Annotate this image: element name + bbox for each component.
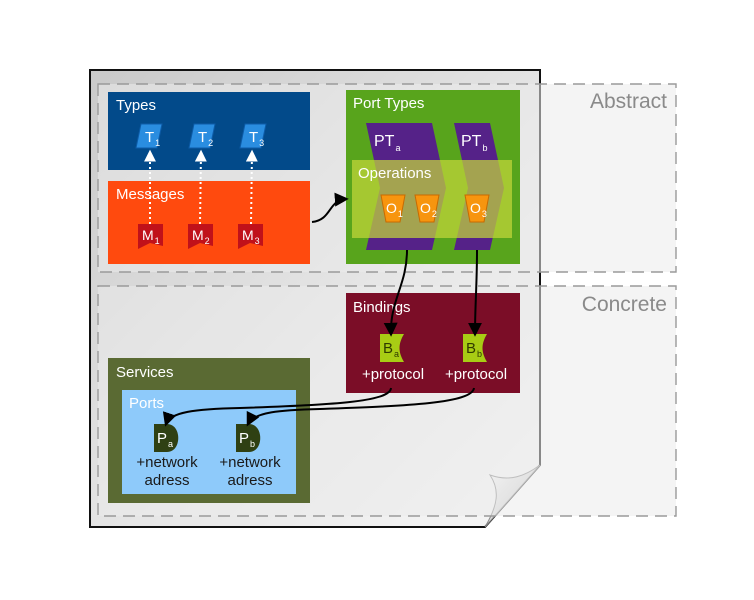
svg-text:Ba: Ba xyxy=(383,340,399,359)
binding-note-a: +protocol xyxy=(362,366,424,383)
port-type-label-ptb: PTb xyxy=(461,133,487,153)
svg-text:M2: M2 xyxy=(192,227,210,246)
message-icon-m2: M2 xyxy=(188,224,213,249)
operation-icon-o1: O1 xyxy=(380,194,406,223)
message-icon-m1: M1 xyxy=(138,224,163,249)
abstract-zone-label: Abstract xyxy=(590,90,667,113)
svg-text:O3: O3 xyxy=(470,200,487,219)
operations-title: Operations xyxy=(358,165,431,182)
bindings-box xyxy=(346,293,520,393)
port-icon-pb: Pb xyxy=(236,424,261,452)
port-note-a-line2: adress xyxy=(144,472,189,489)
port-icon-pa: Pa xyxy=(154,424,179,452)
operation-icon-o3: O3 xyxy=(464,194,490,223)
port-note-b-line1: +network xyxy=(219,454,281,471)
arrow-ptb-to-bb xyxy=(468,249,483,337)
arrow-pta-to-ba xyxy=(383,249,408,337)
svg-text:M3: M3 xyxy=(242,227,260,246)
svg-text:M1: M1 xyxy=(142,227,160,246)
arrow-messages-to-port-types xyxy=(311,192,349,223)
svg-text:Pb: Pb xyxy=(239,430,255,449)
port-note-b-line2: adress xyxy=(227,472,272,489)
message-icon-m3: M3 xyxy=(238,224,263,249)
svg-text:T2: T2 xyxy=(198,129,213,148)
ports-title: Ports xyxy=(129,395,164,412)
svg-text:Bb: Bb xyxy=(466,340,482,359)
services-title: Services xyxy=(116,364,174,381)
port-note-a-line1: +network xyxy=(136,454,198,471)
port-types-title: Port Types xyxy=(353,95,424,112)
svg-text:T3: T3 xyxy=(249,129,264,148)
port-type-label-pta: PTa xyxy=(374,133,400,153)
arrow-m2-to-t2 xyxy=(194,149,207,225)
types-title: Types xyxy=(116,97,156,114)
operation-icon-o2: O2 xyxy=(414,194,440,223)
concrete-zone-label: Concrete xyxy=(582,293,667,316)
type-icon-t3: T3 xyxy=(239,123,267,149)
bindings-title: Bindings xyxy=(353,299,411,316)
binding-icon-ba: Ba xyxy=(380,334,404,362)
svg-text:O2: O2 xyxy=(420,200,437,219)
arrow-bb-to-pb xyxy=(246,387,475,427)
svg-text:Pa: Pa xyxy=(157,430,173,449)
messages-title: Messages xyxy=(116,186,184,203)
arrow-ba-to-pa xyxy=(162,387,392,427)
type-icon-t2: T2 xyxy=(188,123,216,149)
binding-icon-bb: Bb xyxy=(463,334,487,362)
binding-note-b: +protocol xyxy=(445,366,507,383)
arrow-m3-to-t3 xyxy=(245,149,258,225)
svg-text:T1: T1 xyxy=(145,129,160,148)
messages-box xyxy=(108,181,310,264)
type-icon-t1: T1 xyxy=(135,123,163,149)
svg-text:O1: O1 xyxy=(386,200,403,219)
